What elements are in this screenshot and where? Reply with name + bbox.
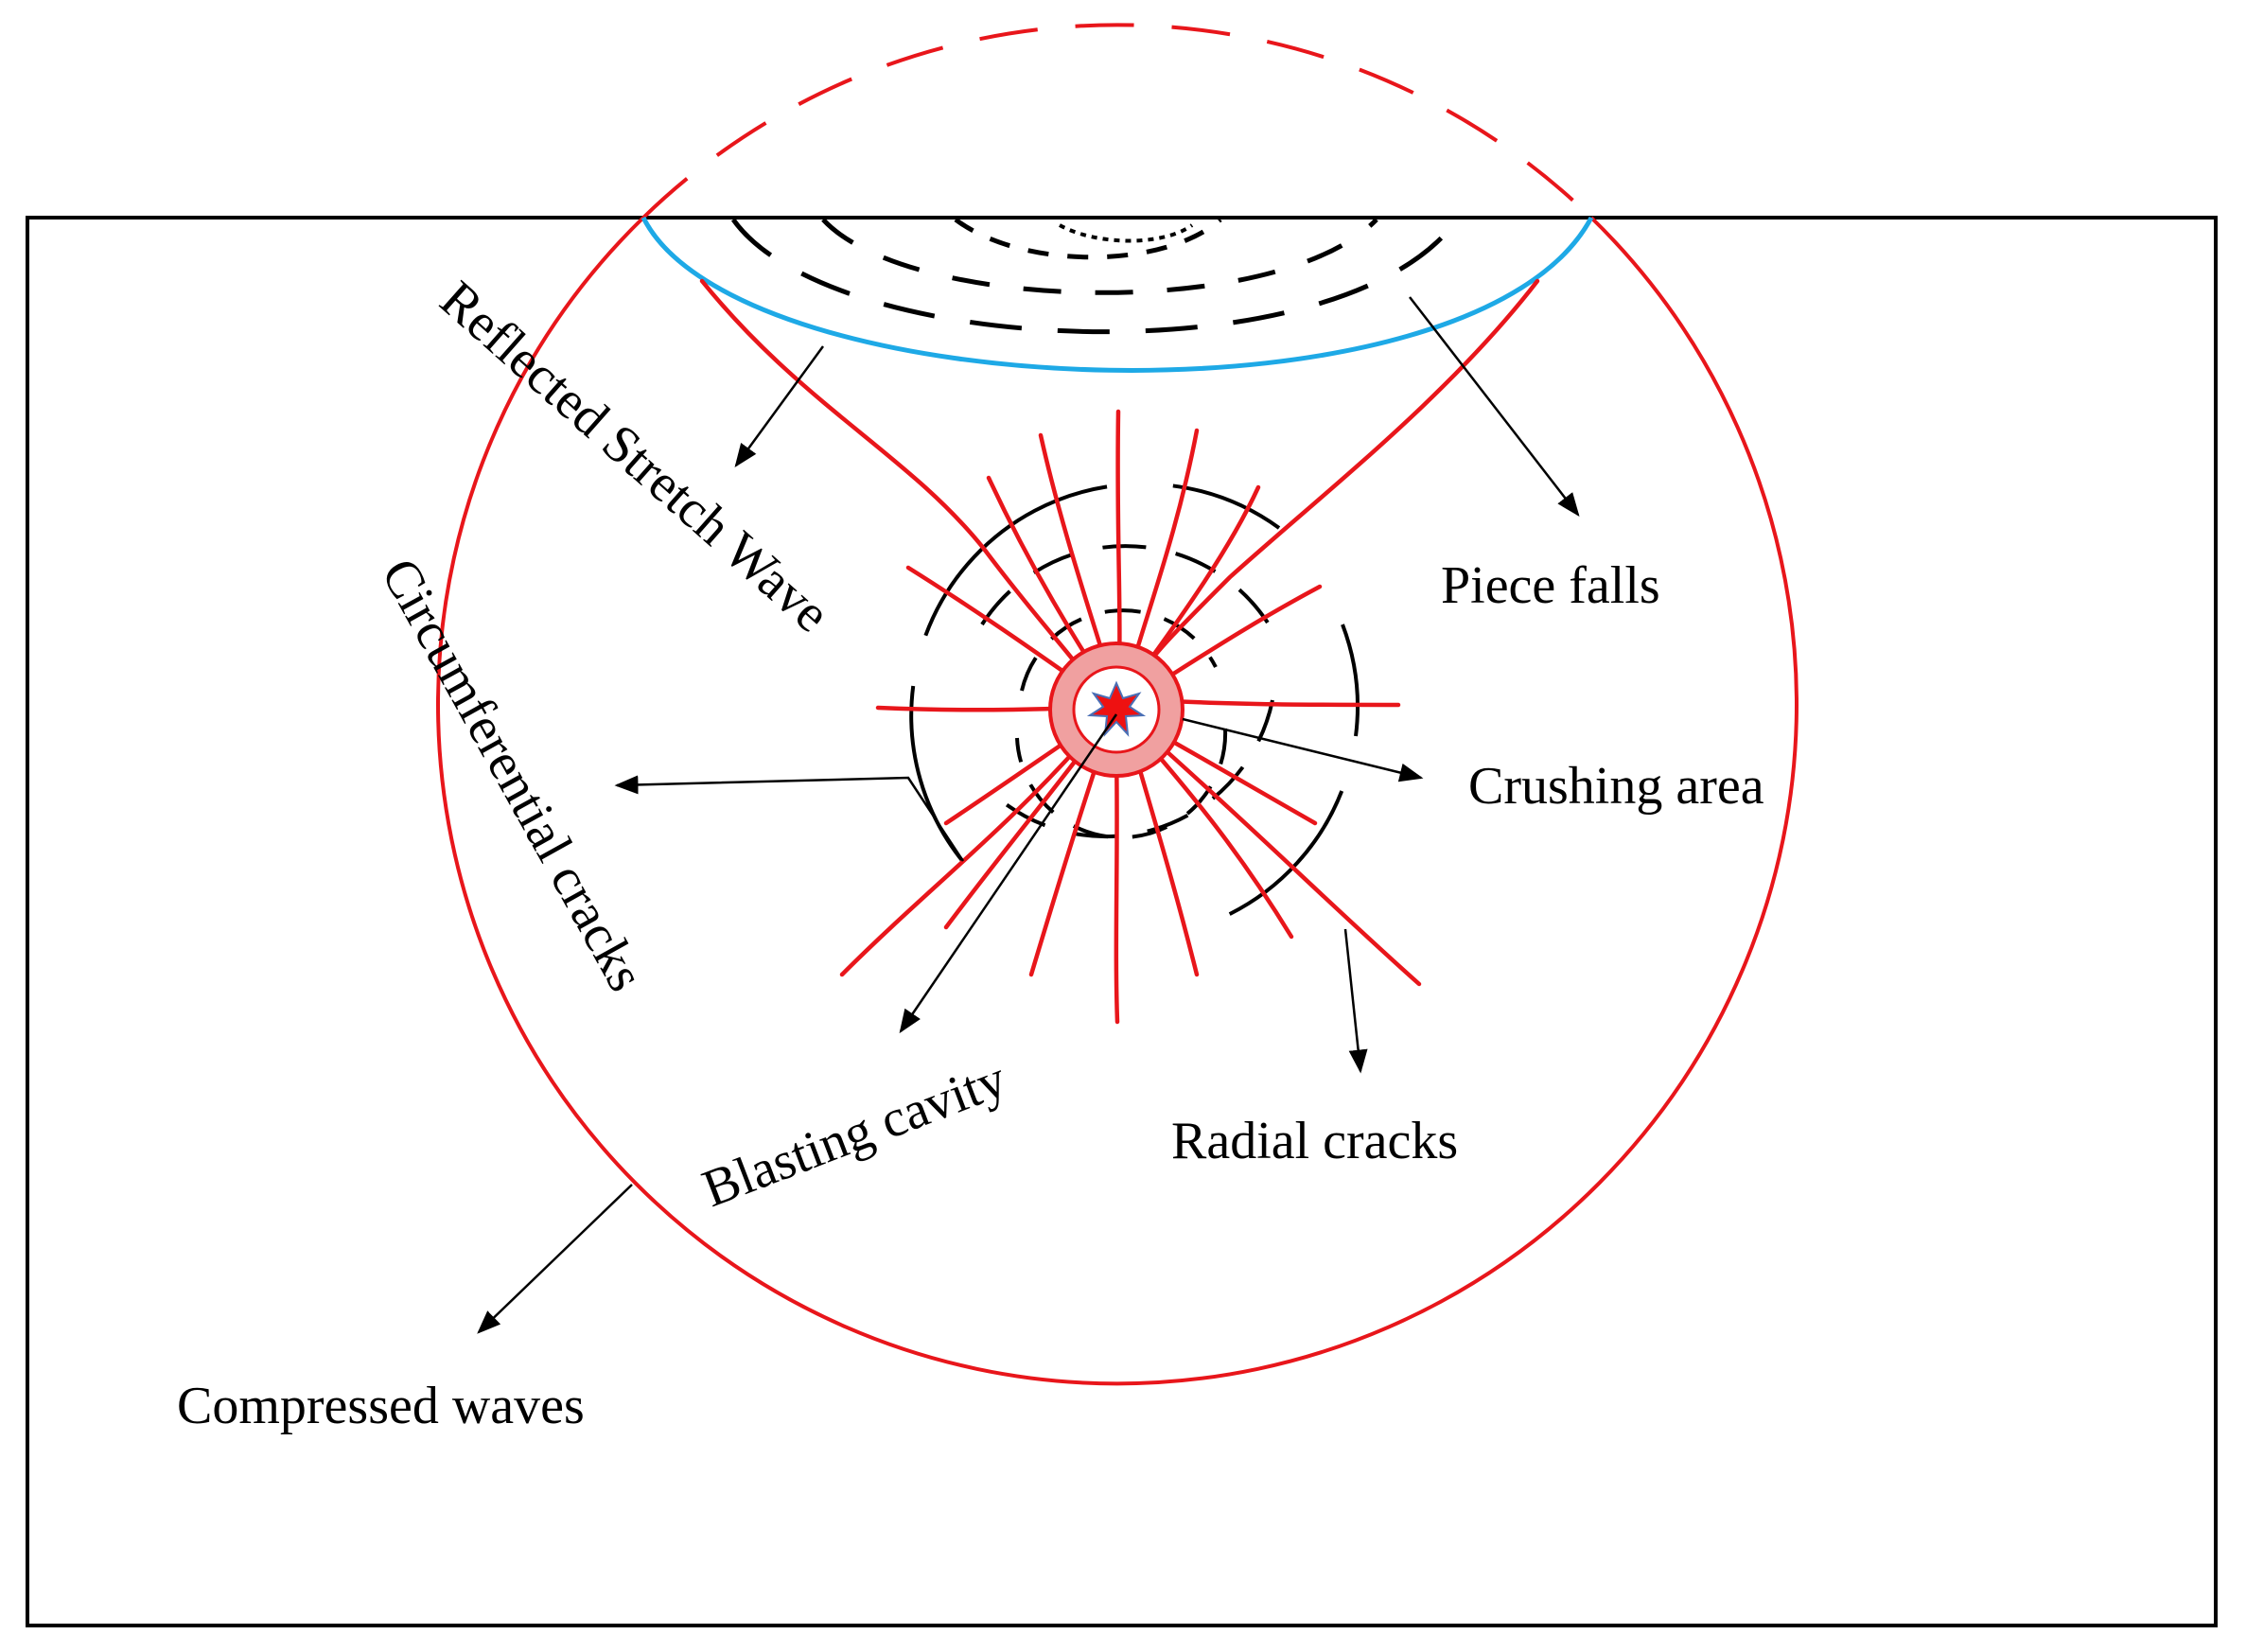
arrow-crushing-area <box>1182 717 1424 782</box>
arrow-compressed-waves <box>477 1184 633 1334</box>
label-circumferential-cracks: Circumferential cracks <box>370 549 656 1000</box>
arrow-radial-cracks <box>1343 928 1368 1074</box>
arrow-circumferential <box>614 775 965 862</box>
label-reflected-stretch-wave: Reflected Stretch Wave <box>429 270 840 643</box>
compressed-wave-virtual <box>641 23 1593 220</box>
compressed-wave-circle <box>436 216 1799 1386</box>
explosion-star-icon <box>1086 680 1147 737</box>
arrow-blasting-cavity <box>899 713 1118 1034</box>
label-blasting-cavity: Blasting cavity <box>694 1049 1013 1219</box>
label-piece-falls: Piece falls <box>1441 556 1660 615</box>
annotation-arrows <box>477 296 1580 1334</box>
blast-center <box>1048 641 1184 778</box>
reflected-stretch-wave <box>640 216 1594 373</box>
arrow-piece-falls <box>1409 296 1580 517</box>
label-compressed-waves: Compressed waves <box>177 1377 585 1435</box>
rock-boundary <box>26 216 2218 1627</box>
label-radial-cracks: Radial cracks <box>1171 1112 1458 1170</box>
label-crushing-area: Crushing area <box>1468 757 1764 816</box>
arrow-reflected-wave <box>734 345 825 468</box>
reflected-wavefronts <box>730 218 1460 335</box>
